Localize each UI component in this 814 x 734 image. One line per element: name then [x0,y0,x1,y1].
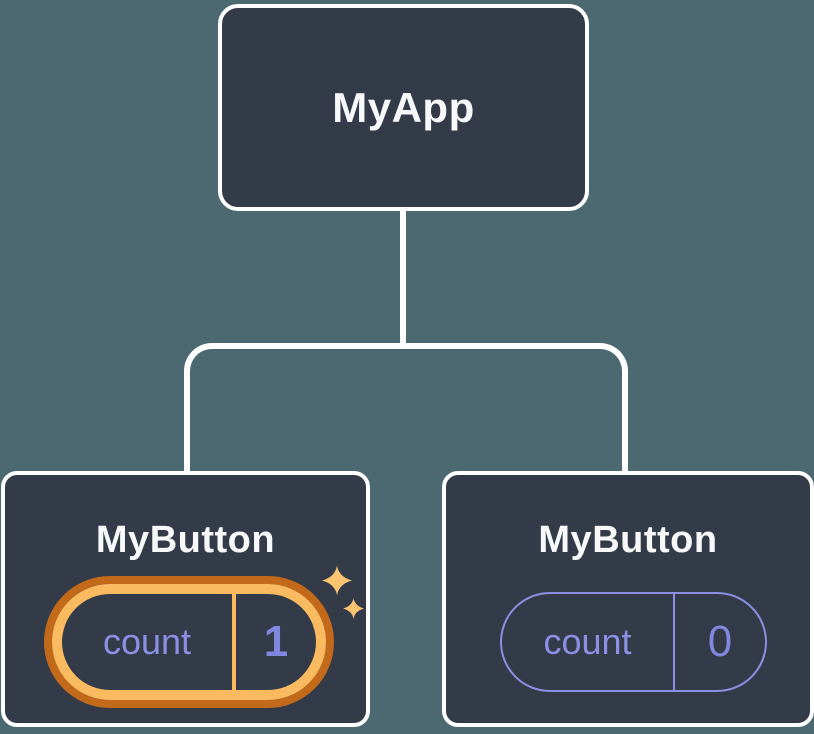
state-divider [232,594,236,690]
connector-branch-bracket [184,343,628,471]
state-badge: count 0 [500,592,767,692]
node-mybutton-right: MyButton count 0 [442,471,814,727]
state-badge-highlighted: count 1 [44,576,334,708]
state-name: count [102,621,192,662]
state-value: 1 [263,617,289,666]
sparkle-icon [343,598,364,619]
state-value-cell: 0 [675,594,765,690]
node-myapp: MyApp [218,4,589,211]
state-name-cell: count [62,594,232,690]
connector-root-stem [400,209,406,347]
node-label: MyButton [538,519,718,561]
state-badge-inner: count 1 [52,584,326,700]
node-label: MyButton [95,519,276,561]
state-divider [673,594,675,690]
state-name-cell: count [502,594,673,690]
state-value-cell: 1 [236,594,316,690]
node-label: MyApp [332,83,475,131]
node-mybutton-left: MyButton count 1 [1,471,370,727]
sparkle-icon [322,564,352,597]
state-value: 0 [707,617,733,666]
state-name: count [543,621,632,662]
